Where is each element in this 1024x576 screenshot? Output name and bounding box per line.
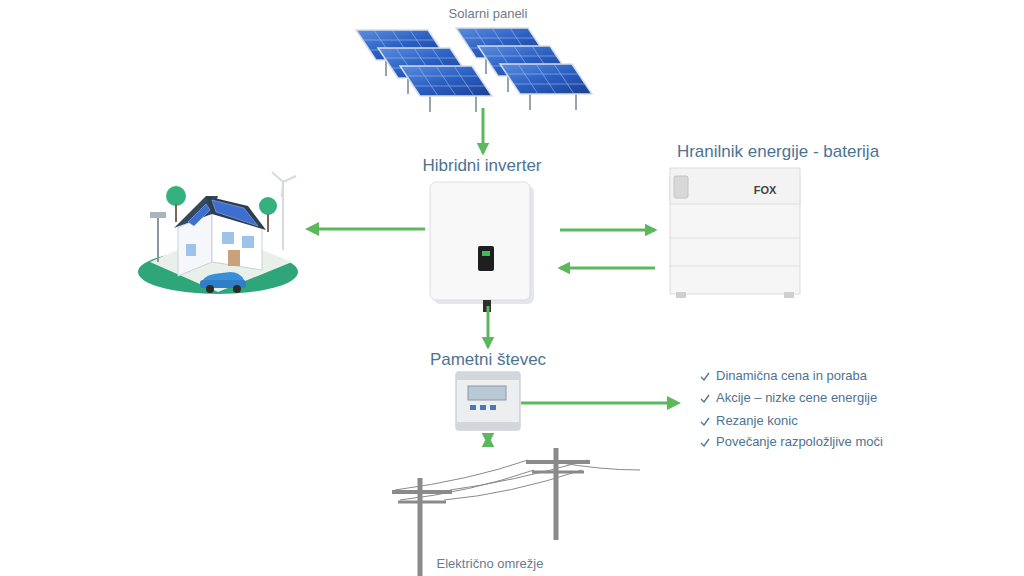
solar-panels — [356, 28, 592, 112]
flow-arrow — [560, 267, 655, 270]
check-marks — [701, 373, 709, 446]
node-heading: Pametni števec — [428, 350, 548, 369]
inverter-device — [430, 182, 534, 312]
component-node: Solarni paneli — [350, 4, 626, 105]
power-poles — [392, 448, 640, 576]
component-node: Hibridni inverter — [407, 156, 557, 303]
flow-arrow — [560, 229, 655, 232]
flow-arrow — [487, 437, 490, 443]
brand-label: FOX — [754, 184, 777, 197]
node-heading: Hibridni inverter — [420, 156, 543, 175]
flow-arrow — [305, 222, 425, 236]
house-illustration — [138, 172, 298, 294]
smart-meter — [456, 372, 520, 430]
flow-arrow — [482, 108, 485, 153]
feature-item: Dinamična cena in poraba — [716, 368, 867, 384]
node-heading: Električno omrežje — [435, 556, 546, 571]
component-node: Hranilnik energije - baterija — [658, 142, 898, 300]
node-heading: Solarni paneli — [447, 6, 530, 21]
feature-item: Povečanje razpoložljive moči — [716, 434, 883, 450]
flow-arrow — [521, 396, 681, 410]
battery-stack — [670, 168, 800, 298]
flow-arrow — [487, 306, 490, 347]
component-node: Pametni števec — [410, 350, 566, 434]
component-node: Električno omrežje — [398, 446, 582, 574]
feature-item: Akcije – nizke cene energije — [716, 390, 877, 406]
feature-item: Rezanje konic — [716, 413, 798, 429]
node-heading: Hranilnik energije - baterija — [675, 142, 881, 161]
